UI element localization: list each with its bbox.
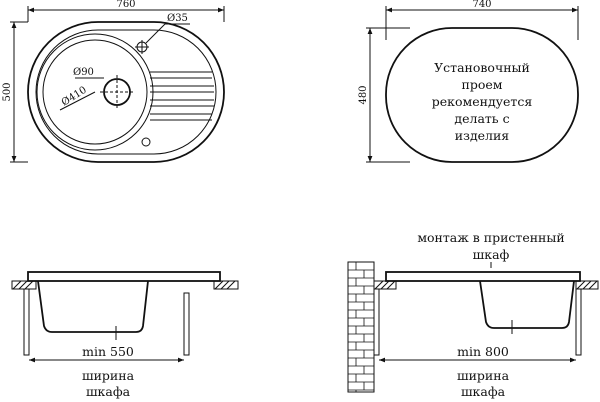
sink-rim (27, 271, 221, 282)
caption-line-1: ширина (82, 368, 135, 383)
countertop-right (213, 280, 239, 290)
sink-inner-rim (35, 29, 217, 155)
caption-line-2-wall: шкафа (461, 384, 506, 399)
wall-cabinet-right (575, 288, 582, 356)
countertop-left-wall (373, 280, 397, 290)
cutout-outline (385, 27, 579, 163)
caption-line-2: шкафа (86, 384, 131, 399)
height-dim-label: 500 (2, 82, 13, 101)
width-dim-label: 760 (116, 0, 135, 10)
brick-wall (347, 261, 375, 393)
section-wall-cabinet: монтаж в пристенный шкаф min 800 ширина … (347, 230, 599, 399)
cutout-note-line-1: Установочный (434, 60, 530, 75)
sink-outline (27, 21, 225, 163)
bowl-dim: Ø410 (60, 85, 89, 109)
sink-top-view: 760 500 Ø35 Ø90 Ø410 (2, 0, 225, 163)
min-width-label: min 550 (82, 344, 134, 359)
cabinet-wall-right (183, 292, 190, 356)
cabinet-wall-left (23, 288, 30, 356)
mount-note-line-1: монтаж в пристенный (417, 230, 564, 245)
faucet-hole-dim: Ø35 (167, 13, 188, 24)
wall-cabinet-left (373, 288, 380, 356)
mount-note-line-2: шкаф (473, 247, 510, 262)
overflow-hole (141, 137, 151, 147)
sink-bowl-section-wall (479, 280, 575, 329)
cutout-note-line-3: рекомендуется (432, 94, 533, 109)
cutout-view: 740 480 Установочный проем рекомендуется… (358, 0, 579, 163)
sink-rim-wall (385, 271, 581, 282)
cutout-note-line-5: изделия (455, 128, 510, 143)
section-standard-cabinet: min 550 ширина шкафа (11, 271, 239, 399)
cutout-width-label: 740 (472, 0, 491, 10)
caption-line-1-wall: ширина (457, 368, 510, 383)
cutout-note-line-4: делать с (454, 111, 509, 126)
drainboard-grooves (150, 71, 214, 121)
sink-bowl-section (37, 280, 149, 333)
bowl-inner (42, 39, 148, 145)
countertop-right-wall (575, 280, 599, 290)
drain-dim: Ø90 (73, 67, 94, 78)
cutout-note-line-2: проем (462, 77, 503, 92)
cutout-height-label: 480 (358, 85, 369, 104)
min-width-label-wall: min 800 (457, 344, 509, 359)
